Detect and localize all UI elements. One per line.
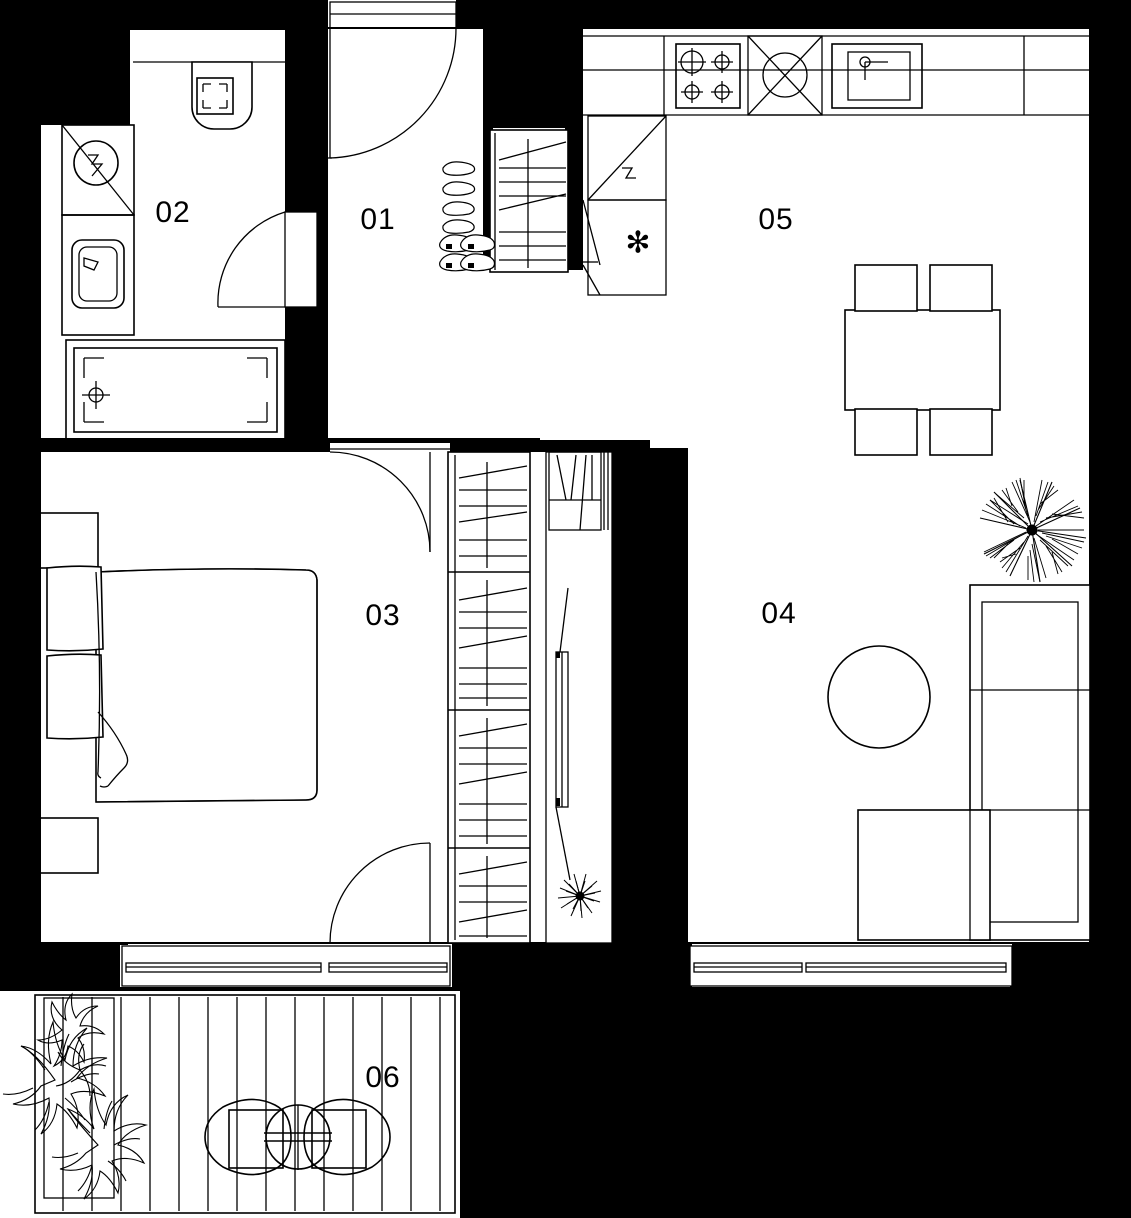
faucet — [83, 257, 99, 271]
vanity-counter — [61, 214, 135, 336]
room-label-05: 05 — [758, 203, 793, 236]
top-shelf — [548, 451, 602, 531]
balcony-plants — [2, 992, 149, 1200]
small-plant — [557, 873, 602, 919]
room-label-06: 06 — [365, 1061, 400, 1094]
room-label-03: 03 — [365, 599, 400, 632]
sink-basin — [71, 239, 125, 309]
corridor-elements — [545, 451, 613, 944]
toilet — [191, 61, 253, 130]
dining-table — [844, 309, 1001, 411]
dishwasher — [747, 35, 823, 116]
outdoor-chair-left — [204, 1098, 292, 1176]
dining-chair — [929, 264, 993, 312]
sliding-glass-doors — [121, 945, 1013, 987]
dining-chair — [854, 408, 918, 456]
dining-chair — [854, 264, 918, 312]
outdoor-chair-right — [303, 1098, 391, 1176]
wardrobe-wall-core — [612, 452, 648, 943]
shoe-cabinet — [489, 129, 569, 273]
pillow-top — [46, 565, 104, 652]
shoes — [439, 161, 496, 272]
bathroom-fixtures — [61, 61, 286, 441]
tall-cabinet — [587, 199, 667, 296]
round-coffee-table — [827, 645, 931, 749]
nightstand-bottom — [39, 817, 99, 874]
bedroom-door-top — [329, 443, 450, 553]
entry-elements — [328, 1, 569, 273]
bathroom-door — [217, 211, 318, 308]
cooktop-4-burner — [675, 43, 741, 109]
kitchen-fixtures: ✻ — [582, 35, 1090, 456]
bedroom-door-bottom — [326, 842, 431, 944]
kitchen-sink — [831, 43, 923, 109]
room-label-01: 01 — [360, 203, 395, 236]
outdoor-furniture — [204, 1098, 391, 1176]
room-label-02: 02 — [155, 196, 190, 229]
palm-plant — [979, 477, 1087, 583]
bedroom-furniture — [39, 443, 450, 944]
room-label-04: 04 — [761, 597, 796, 630]
sofa-chaise — [857, 809, 991, 941]
dining-set — [844, 264, 1001, 456]
double-bed — [95, 568, 318, 803]
bathtub — [73, 347, 278, 433]
dining-chair — [929, 408, 993, 456]
entry-door-swing — [329, 27, 457, 159]
planter-box — [43, 997, 115, 1199]
room-labels: 02 01 05 03 04 06 — [155, 196, 796, 1094]
pillow-bottom — [46, 653, 104, 740]
living-furniture — [827, 477, 1091, 941]
bathtub-outer — [65, 339, 286, 441]
wardrobe — [447, 451, 531, 944]
balcony — [2, 992, 456, 1214]
utility-asterisk: ✻ — [625, 226, 650, 261]
